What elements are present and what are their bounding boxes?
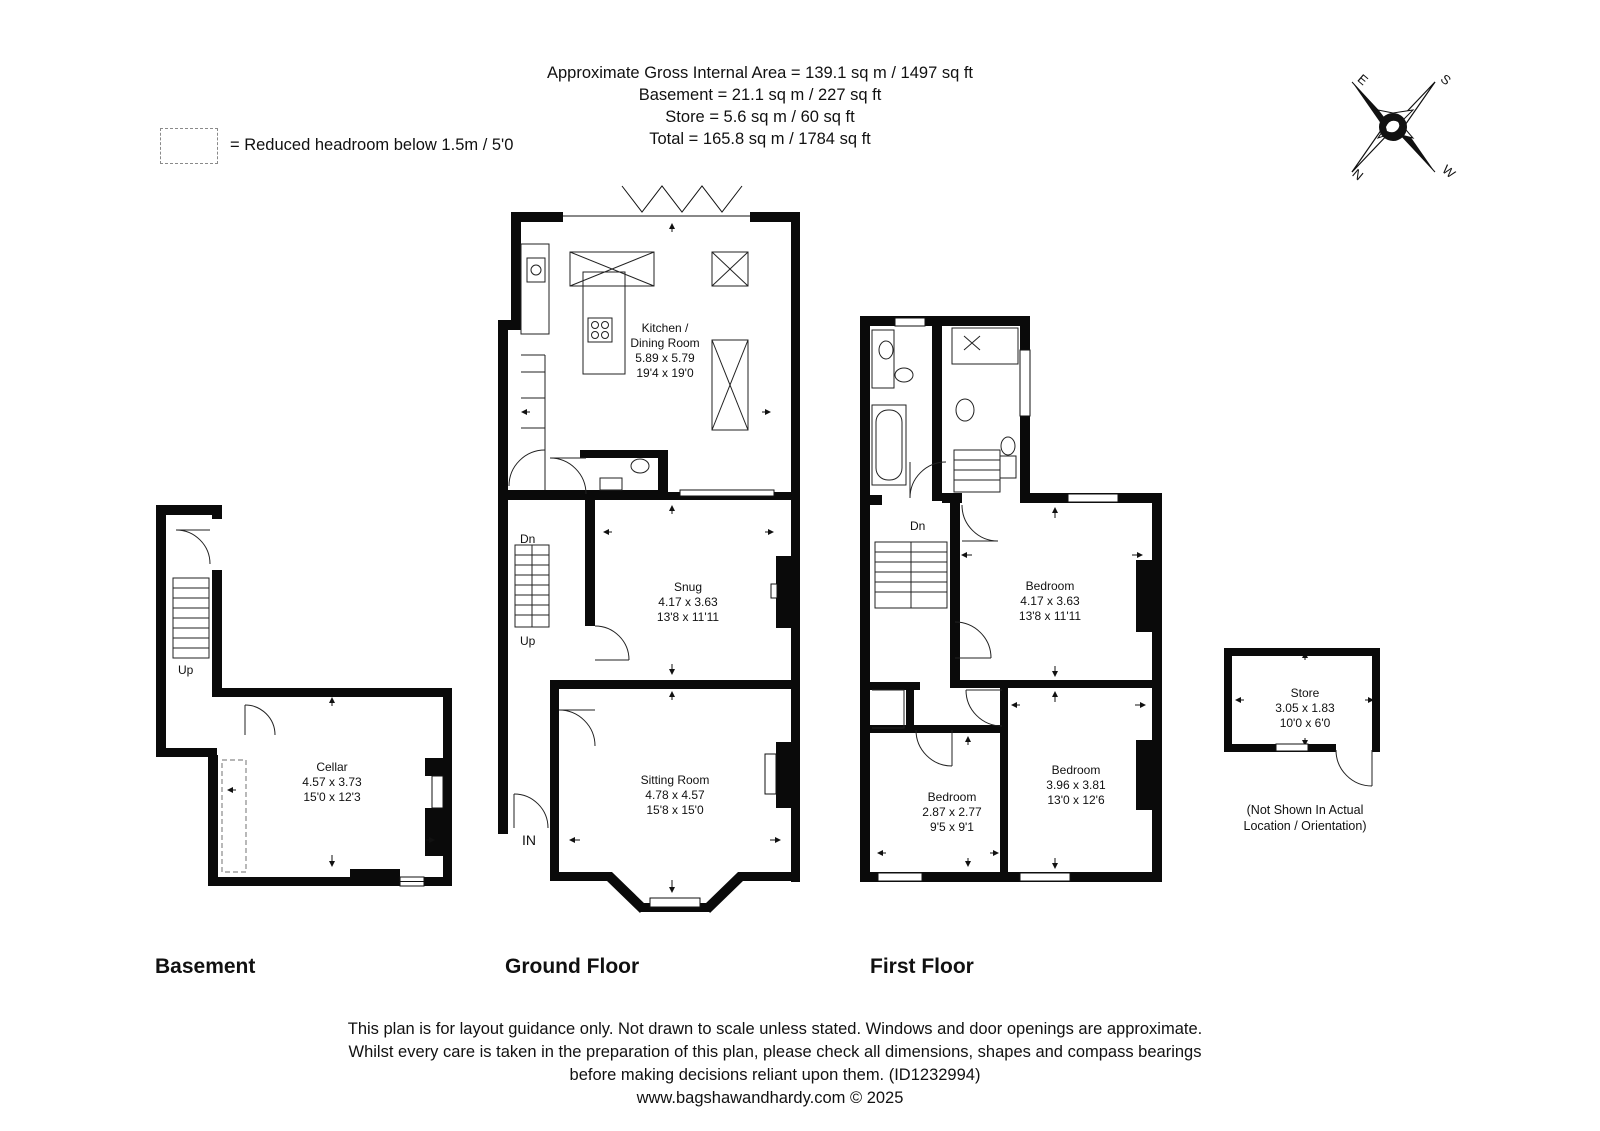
ground-floor-plan: Dn Up IN [498, 185, 800, 913]
legend-text: = Reduced headroom below 1.5m / 5'0 [230, 136, 514, 154]
bedroom-3-metric: 2.87 x 2.77 [922, 805, 982, 819]
first-stair-dn: Dn [910, 519, 925, 533]
basement-area: Basement = 21.1 sq m / 227 sq ft [638, 86, 882, 104]
sitting-room-imperial: 15'8 x 15'0 [646, 803, 704, 817]
compass-needle-icon [1352, 82, 1390, 128]
bedroom-1-name: Bedroom [1026, 579, 1075, 593]
bedroom-1-metric: 4.17 x 3.63 [1020, 594, 1080, 608]
bedroom-3-imperial: 9'5 x 9'1 [930, 820, 974, 834]
kitchen-island [582, 271, 626, 375]
total-area: Total = 165.8 sq m / 1784 sq ft [649, 130, 871, 148]
kitchen-metric: 5.89 x 5.79 [635, 351, 695, 365]
kitchen-imperial: 19'4 x 19'0 [636, 366, 694, 380]
basement-title: Basement [155, 955, 256, 978]
store-note-line1: (Not Shown In Actual [1247, 803, 1364, 817]
snug-name: Snug [674, 580, 702, 594]
kitchen-name-line2: Dining Room [630, 336, 699, 350]
first-floor-title: First Floor [870, 955, 974, 978]
compass-e: E [1355, 71, 1372, 88]
bedroom-2-imperial: 13'0 x 12'6 [1047, 793, 1105, 807]
disclaimer-line1: This plan is for layout guidance only. N… [347, 1020, 1203, 1038]
gross-internal-area: Approximate Gross Internal Area = 139.1 … [546, 64, 974, 82]
bedroom-1-imperial: 13'8 x 11'11 [1019, 609, 1082, 623]
store-name: Store [1291, 686, 1320, 700]
ground-stairs [514, 544, 550, 628]
compass-n: N [1349, 166, 1366, 184]
compass-w: W [1439, 162, 1459, 182]
bedroom-2-name: Bedroom [1052, 763, 1101, 777]
store-area: Store = 5.6 sq m / 60 sq ft [665, 108, 855, 126]
area-summary: Approximate Gross Internal Area = 139.1 … [460, 62, 1060, 150]
snug-metric: 4.17 x 3.63 [658, 595, 718, 609]
sitting-room-name: Sitting Room [641, 773, 710, 787]
store-metric: 3.05 x 1.83 [1275, 701, 1335, 715]
hob-icon [587, 317, 613, 343]
ground-stair-up: Up [520, 634, 536, 648]
entrance-label: IN [522, 832, 536, 848]
sitting-room-metric: 4.78 x 4.57 [645, 788, 705, 802]
basement-stair-up: Up [178, 663, 194, 677]
kitchen-name-line1: Kitchen / [642, 321, 689, 335]
cellar-metric: 4.57 x 3.73 [302, 775, 362, 789]
first-floor-plan: Dn [860, 316, 1374, 882]
store-note-line2: Location / Orientation) [1244, 819, 1367, 833]
disclaimer-line3: before making decisions reliant upon the… [569, 1066, 981, 1084]
bedroom-3-name: Bedroom [928, 790, 977, 804]
footer-url: www.bagshawandhardy.com © 2025 [636, 1089, 904, 1107]
dashed-area-swatch [160, 128, 218, 164]
disclaimer-line2: Whilst every care is taken in the prepar… [348, 1043, 1202, 1061]
compass-s: S [1438, 71, 1455, 88]
bedroom-2-metric: 3.96 x 3.81 [1046, 778, 1106, 792]
first-floor-stairs [874, 449, 1001, 609]
ground-floor-title: Ground Floor [505, 955, 640, 978]
disclaimer: This plan is for layout guidance only. N… [200, 1018, 1350, 1087]
reduced-headroom-area [221, 759, 247, 873]
ground-stair-dn: Dn [520, 532, 535, 546]
basement-stairs [172, 577, 210, 659]
cellar-name: Cellar [316, 760, 347, 774]
snug-imperial: 13'8 x 11'11 [657, 610, 720, 624]
compass-rose: N E S W [1349, 71, 1458, 183]
basement-plan: Up Cellar 4.57 x 3.73 15'0 x 12'3 [156, 505, 452, 887]
store-imperial: 10'0 x 6'0 [1280, 716, 1331, 730]
store-plan: Store 3.05 x 1.83 10'0 x 6'0 (Not Shown … [1224, 648, 1380, 833]
cellar-imperial: 15'0 x 12'3 [303, 790, 361, 804]
